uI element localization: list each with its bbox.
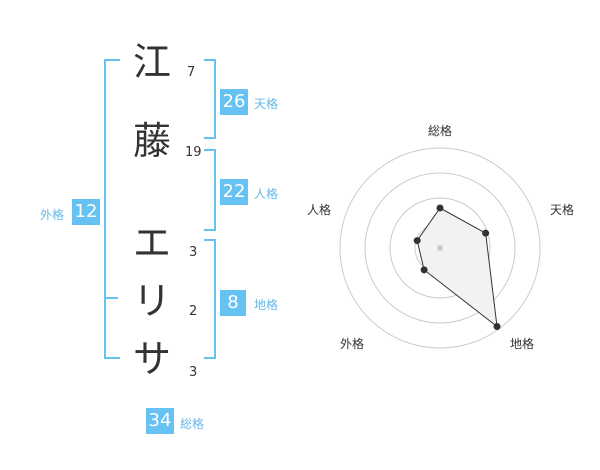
radar-ring (364, 172, 516, 324)
name-char-5: サ (132, 337, 171, 381)
chikaku-bracket (204, 239, 216, 359)
radar-point-5 (413, 237, 421, 245)
radar-point-4 (420, 266, 428, 274)
radar-label-soukaku: 総格 (428, 124, 453, 138)
radar-point-1 (436, 204, 444, 212)
jinkaku-bracket (204, 149, 216, 231)
jinkaku-label: 人格 (254, 187, 279, 201)
radar-label-gaikaku: 外格 (340, 337, 365, 351)
name-char-4: リ (132, 279, 171, 323)
radar-point-3 (493, 322, 501, 330)
soukaku-label: 総格 (180, 417, 205, 431)
name-char-2: 藤 (132, 119, 171, 163)
stroke-count-3: 3 (189, 245, 198, 260)
chikaku-value: 8 (220, 290, 246, 316)
stroke-count-2: 19 (185, 145, 202, 160)
radar-polygon (416, 207, 498, 328)
stroke-count-1: 7 (187, 65, 196, 80)
tenkaku-value: 26 (220, 89, 248, 115)
radar-ring (389, 197, 491, 299)
tenkaku-bracket (204, 59, 216, 139)
tenkaku-label: 天格 (254, 97, 279, 111)
name-char-1: 江 (132, 40, 171, 84)
chikaku-label: 地格 (254, 298, 279, 312)
radar-ring (339, 147, 541, 349)
radar-center (437, 245, 443, 251)
name-char-3: エ (132, 221, 171, 265)
stroke-count-5: 3 (189, 365, 198, 380)
gaikaku-value: 12 (72, 199, 100, 225)
stroke-count-4: 2 (189, 304, 198, 319)
radar-label-chikaku: 地格 (510, 337, 535, 351)
radar-point-2 (482, 229, 490, 237)
jinkaku-value: 22 (220, 179, 248, 205)
radar-label-jinkaku: 人格 (307, 203, 332, 217)
gaikaku-label: 外格 (40, 208, 65, 222)
gaikaku-bracket (104, 59, 120, 359)
radar-label-tenkaku: 天格 (550, 203, 575, 217)
soukaku-value: 34 (146, 408, 174, 434)
